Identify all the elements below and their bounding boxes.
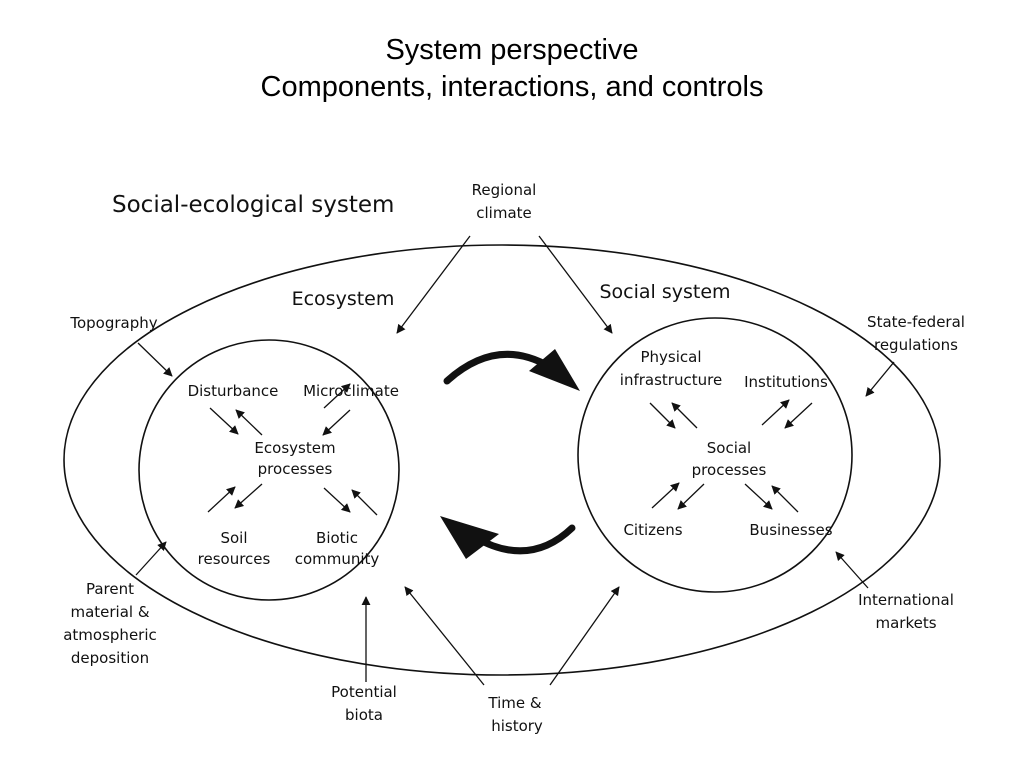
time-history-line-2: history (491, 717, 543, 735)
businesses-label: Businesses (749, 521, 832, 539)
international-markets-arrow (835, 551, 869, 589)
time-history-to-ecosystem-arrow (404, 586, 485, 686)
citizens-label: Citizens (623, 521, 682, 539)
parent-material-line-2: material & (70, 603, 149, 621)
processes-to-biotic-arrow (323, 487, 351, 513)
state-federal-line-2: regulations (874, 336, 958, 354)
institutions-label: Institutions (744, 373, 828, 391)
physical-to-processes-arrow (649, 402, 676, 429)
state-federal-line-1: State-federal (867, 313, 965, 331)
social-system-circle (577, 317, 853, 593)
slide-title: System perspective Components, interacti… (0, 32, 1024, 106)
processes-to-microclimate-arrow (323, 383, 351, 409)
international-markets-line-2: markets (875, 614, 936, 632)
microclimate-to-processes-arrow (322, 409, 351, 436)
processes-to-soil-arrow (234, 483, 263, 509)
processes-to-citizens-arrow (677, 483, 705, 510)
ecosystem-circle (138, 339, 400, 601)
topography-arrow (137, 342, 173, 377)
processes-to-disturbance-arrow (235, 409, 263, 436)
regional-climate-line-1: Regional (472, 181, 537, 199)
institutions-to-processes-arrow (784, 402, 813, 429)
potential-biota-line-1: Potential (331, 683, 397, 701)
citizens-to-processes-arrow (651, 482, 680, 509)
parent-material-line-4: deposition (71, 649, 149, 667)
state-federal-arrow (865, 361, 895, 397)
businesses-to-processes-arrow (771, 485, 799, 513)
disturbance-to-processes-arrow (209, 407, 239, 435)
ecosystem-processes-line-1: Ecosystem (254, 439, 335, 457)
biotic-to-processes-arrow (351, 489, 378, 516)
social-system-label: Social system (599, 281, 730, 303)
processes-to-businesses-arrow (744, 483, 773, 510)
microclimate-label: Microclimate (303, 382, 399, 400)
soil-resources-line-1: Soil (220, 529, 247, 547)
parent-material-arrow (135, 541, 167, 576)
social-to-ecosystem-feedback-arrow (440, 516, 576, 559)
ecosystem-to-social-feedback-arrow (443, 349, 580, 391)
time-history-line-1: Time & (487, 694, 541, 712)
social-ecological-system-boundary (63, 244, 941, 676)
social-processes-line-2: processes (692, 461, 767, 479)
time-history-to-social-arrow (549, 586, 620, 686)
title-line-2: Components, interactions, and controls (260, 71, 764, 103)
physical-infrastructure-line-2: infrastructure (620, 371, 722, 389)
potential-biota-line-2: biota (345, 706, 383, 724)
biotic-community-line-2: community (295, 550, 380, 568)
parent-material-line-3: atmospheric (63, 626, 157, 644)
disturbance-label: Disturbance (188, 382, 279, 400)
physical-infrastructure-line-1: Physical (640, 348, 701, 366)
social-ecological-system-label: Social-ecological system (112, 192, 394, 218)
parent-material-line-1: Parent (86, 580, 134, 598)
biotic-community-line-1: Biotic (316, 529, 358, 547)
processes-to-physical-arrow (671, 402, 698, 429)
processes-to-institutions-arrow (761, 399, 790, 426)
regional-climate-to-ecosystem-arrow (396, 235, 471, 334)
regional-climate-line-2: climate (476, 204, 532, 222)
soil-resources-line-2: resources (198, 550, 271, 568)
ecosystem-processes-line-2: processes (258, 460, 333, 478)
social-processes-line-1: Social (707, 439, 751, 457)
ecosystem-label: Ecosystem (292, 288, 395, 310)
soil-to-processes-arrow (207, 486, 236, 513)
international-markets-line-1: International (858, 591, 954, 609)
regional-climate-to-social-arrow (538, 235, 613, 334)
title-line-1: System perspective (385, 34, 639, 66)
topography-label: Topography (69, 314, 157, 332)
